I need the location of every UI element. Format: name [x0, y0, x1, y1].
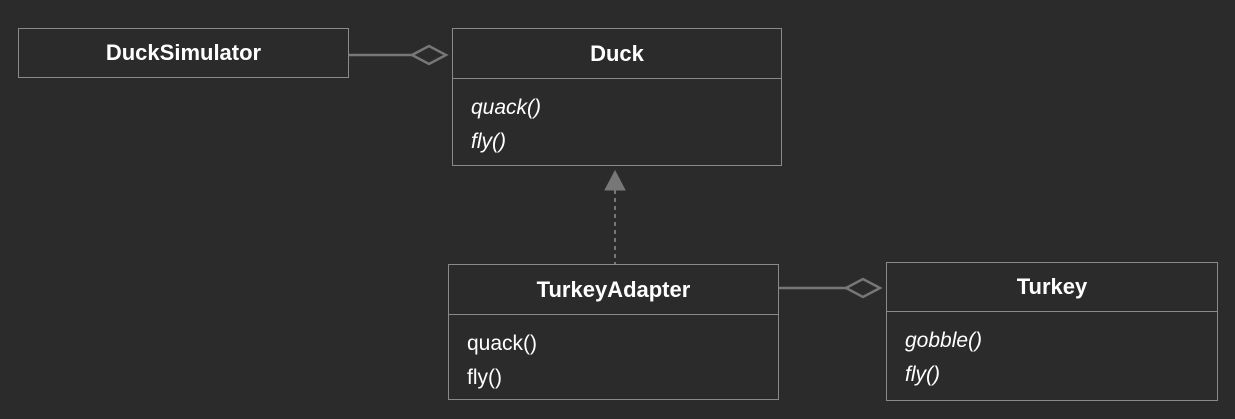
turkey-adapter-method-fly: fly() — [467, 366, 502, 389]
duck-method-quack: quack() — [471, 96, 542, 119]
duck-simulator-class-name: DuckSimulator — [105, 39, 262, 65]
duck-class: Duck quack() fly() — [452, 28, 782, 166]
turkey-adapter-methods: quack() fly() — [449, 314, 778, 395]
turkey-aggregation-diamond — [843, 277, 883, 299]
duck-simulator-aggregation-diamond — [409, 44, 449, 66]
turkey-adapter-class-name: TurkeyAdapter — [536, 276, 691, 302]
realization-arrowhead — [604, 169, 626, 191]
turkey-adapter-class: TurkeyAdapter quack() fly() — [448, 264, 779, 400]
turkey-method-fly: fly() — [905, 363, 940, 386]
turkey-method-gobble: gobble() — [905, 329, 983, 352]
turkey-adapter-method-quack: quack() — [467, 332, 538, 355]
duck-methods: quack() fly() — [453, 78, 781, 159]
turkey-methods: gobble() fly() — [887, 311, 1217, 392]
duck-class-name: Duck — [590, 40, 644, 66]
turkey-class: Turkey gobble() fly() — [886, 262, 1218, 401]
duck-method-fly: fly() — [471, 130, 506, 153]
duck-simulator-class: DuckSimulator — [18, 28, 349, 78]
turkey-class-name: Turkey — [1016, 274, 1088, 299]
